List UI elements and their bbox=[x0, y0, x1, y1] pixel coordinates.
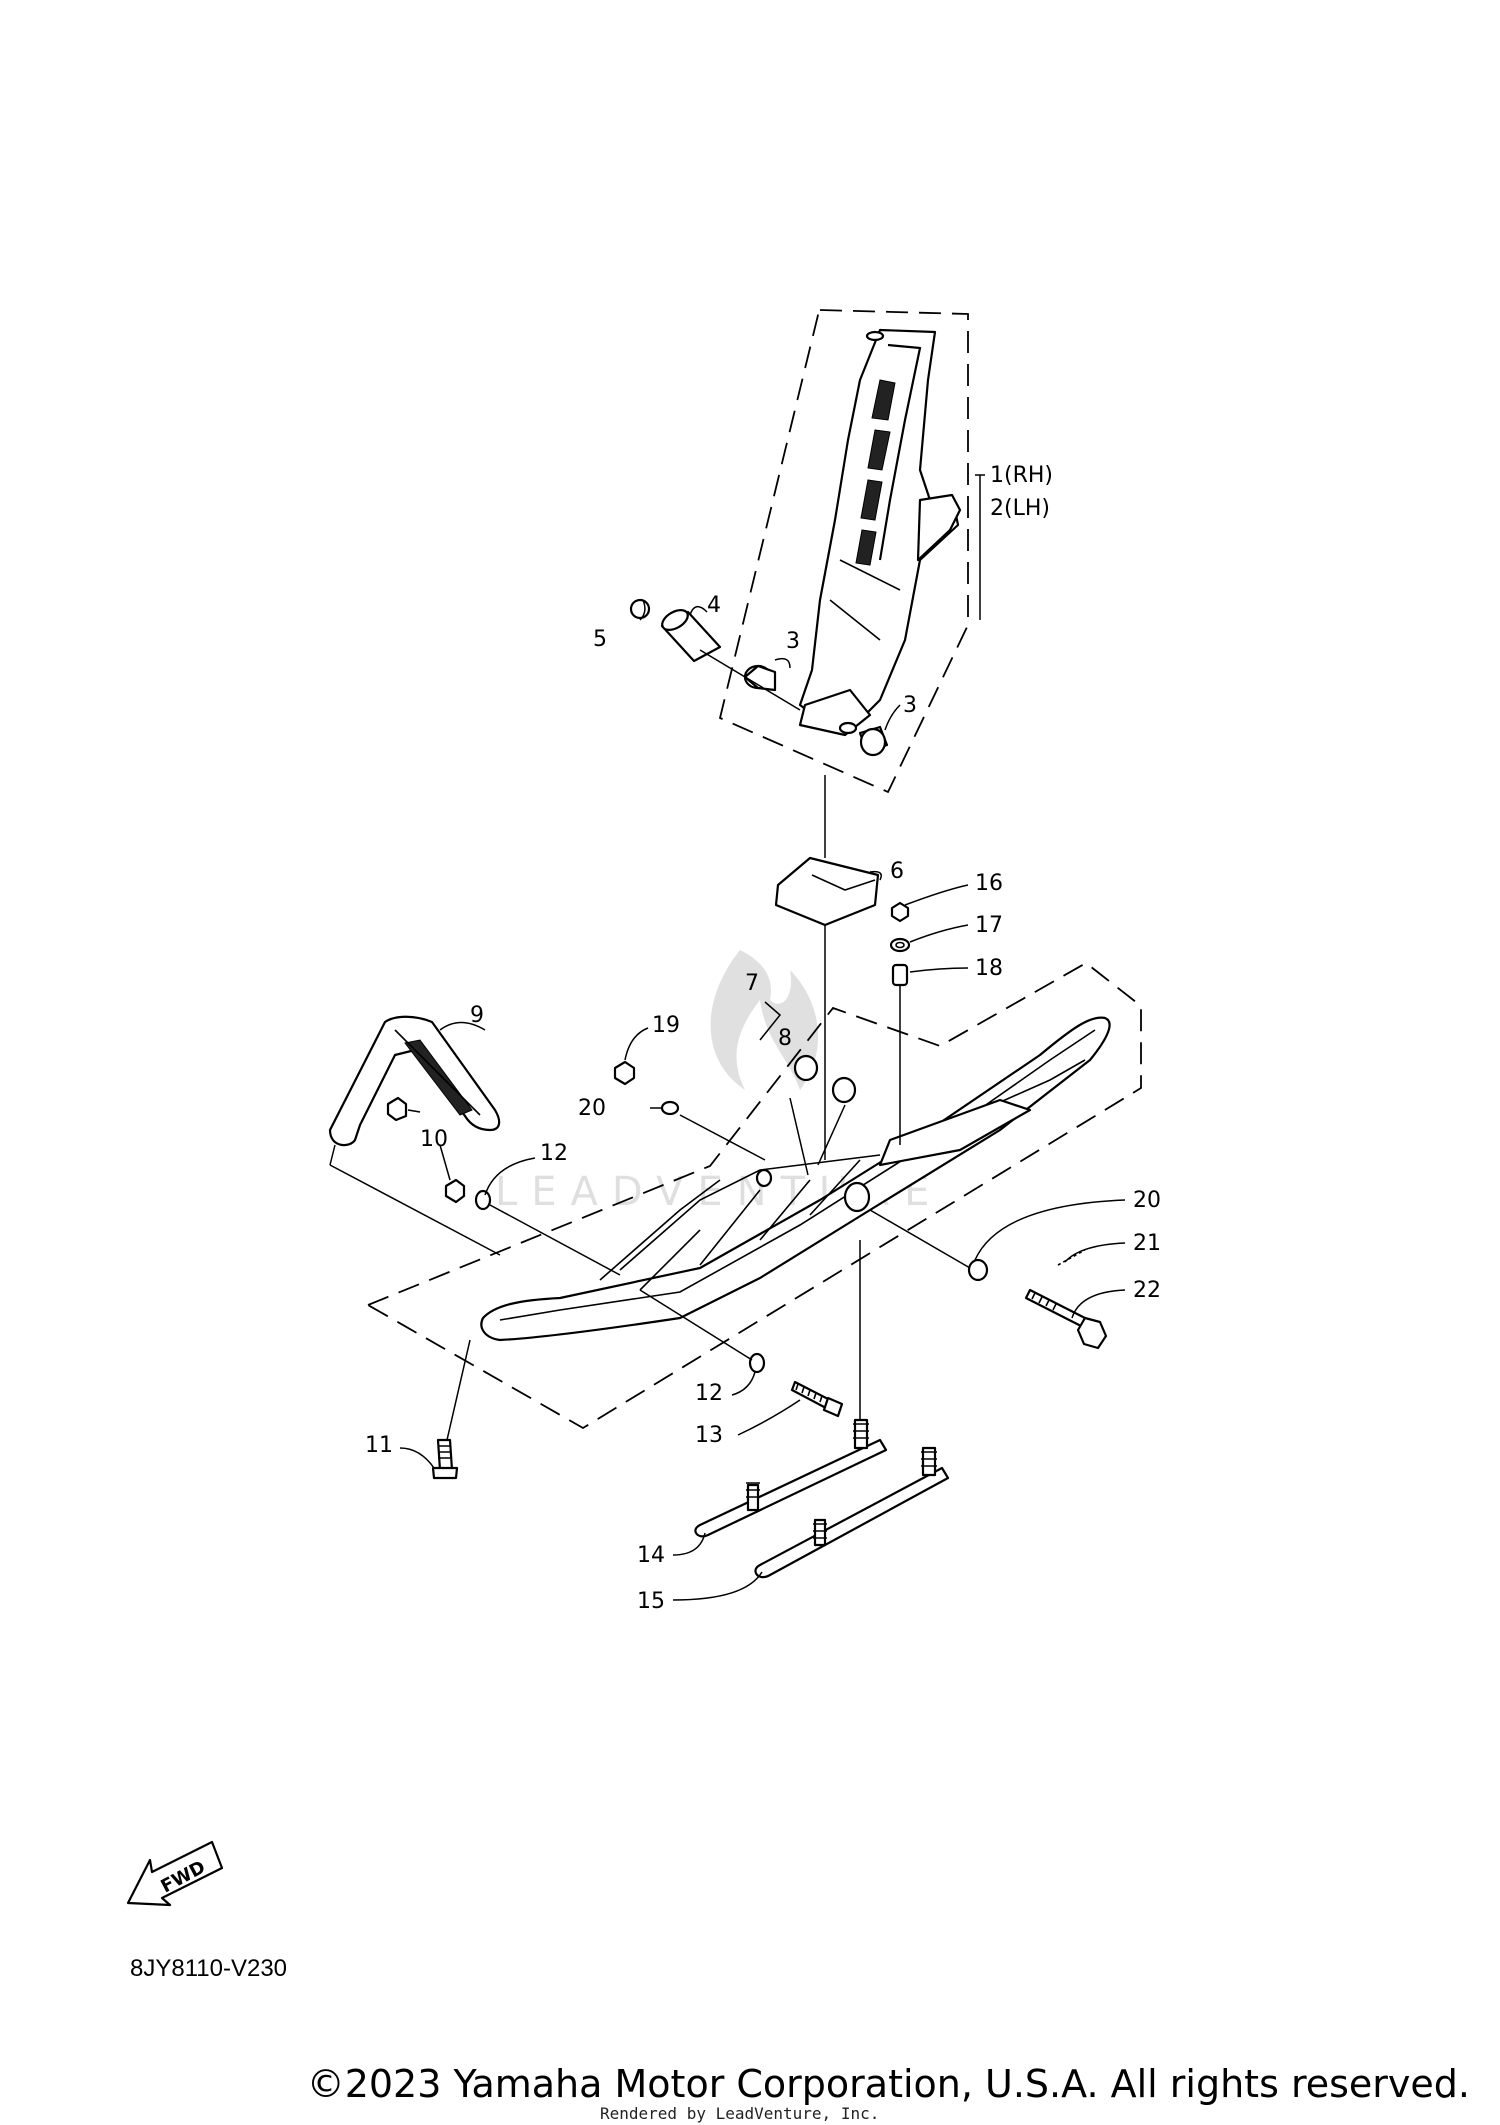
callout-10: 10 bbox=[420, 1127, 448, 1152]
bushing-8b[interactable] bbox=[831, 1076, 857, 1104]
rendered-by-credit: Rendered by LeadVenture, Inc. bbox=[600, 2104, 880, 2123]
diagram-code: 8JY8110-V230 bbox=[130, 1955, 288, 1982]
cap[interactable] bbox=[629, 598, 651, 620]
bushing-8a[interactable] bbox=[793, 1054, 819, 1082]
callout-17: 17 bbox=[975, 913, 1003, 938]
callout-1: 1(RH) bbox=[990, 463, 1053, 488]
nut-10-lower[interactable] bbox=[444, 1178, 466, 1204]
callout-3-upper: 3 bbox=[786, 629, 800, 654]
nut-19[interactable] bbox=[613, 1060, 636, 1086]
ski[interactable] bbox=[480, 1016, 1111, 1342]
callout-16: 16 bbox=[975, 871, 1003, 896]
collar[interactable] bbox=[659, 606, 722, 663]
callout-2: 2(LH) bbox=[990, 496, 1050, 521]
callout-20-left: 20 bbox=[578, 1096, 606, 1121]
nut-10[interactable] bbox=[386, 1096, 408, 1122]
callout-21: 21 bbox=[1133, 1231, 1161, 1256]
callout-7: 7 bbox=[745, 971, 759, 996]
callout-12-lower: 12 bbox=[695, 1381, 723, 1406]
callout-4: 4 bbox=[707, 593, 721, 618]
bushing-upper[interactable] bbox=[743, 664, 777, 692]
callout-5: 5 bbox=[593, 627, 607, 652]
callout-12-upper: 12 bbox=[540, 1141, 568, 1166]
bushing-lower[interactable] bbox=[858, 725, 889, 757]
copyright-notice: ©2023 Yamaha Motor Corporation, U.S.A. A… bbox=[306, 2062, 1470, 2106]
callout-11: 11 bbox=[365, 1433, 393, 1458]
callout-20-right: 20 bbox=[1133, 1188, 1161, 1213]
spindle-bracket[interactable] bbox=[774, 856, 880, 927]
ski-spindle[interactable] bbox=[798, 328, 962, 737]
spindle-group-boundary bbox=[718, 309, 969, 794]
callout-15: 15 bbox=[637, 1589, 665, 1614]
ski-group-boundary bbox=[365, 961, 1142, 1430]
washer-17[interactable] bbox=[889, 937, 911, 953]
bolt-22[interactable] bbox=[1024, 1288, 1108, 1350]
callout-6: 6 bbox=[890, 859, 904, 884]
callout-9: 9 bbox=[470, 1003, 484, 1028]
washer-12-upper[interactable] bbox=[474, 1189, 492, 1211]
spacer-21[interactable] bbox=[1057, 1249, 1086, 1266]
runner-14[interactable] bbox=[694, 1418, 888, 1538]
nut-16[interactable] bbox=[890, 901, 910, 923]
washer-12-lower[interactable] bbox=[748, 1352, 766, 1374]
callout-22: 22 bbox=[1133, 1278, 1161, 1303]
washer-20-right[interactable] bbox=[967, 1258, 989, 1282]
callout-19: 19 bbox=[652, 1013, 680, 1038]
fwd-arrow-icon: FWD bbox=[126, 1840, 224, 1907]
callout-3-lower: 3 bbox=[903, 693, 917, 718]
callout-13: 13 bbox=[695, 1423, 723, 1448]
runner-15[interactable] bbox=[754, 1446, 950, 1579]
bolt-13[interactable] bbox=[790, 1380, 844, 1418]
callout-18: 18 bbox=[975, 956, 1003, 981]
callout-8: 8 bbox=[778, 1026, 792, 1051]
ski-loop[interactable] bbox=[328, 1015, 501, 1147]
washer-20-left[interactable] bbox=[660, 1100, 680, 1116]
spacer-18[interactable] bbox=[891, 963, 909, 987]
callout-14: 14 bbox=[637, 1543, 665, 1568]
bolt-11[interactable] bbox=[431, 1438, 459, 1480]
